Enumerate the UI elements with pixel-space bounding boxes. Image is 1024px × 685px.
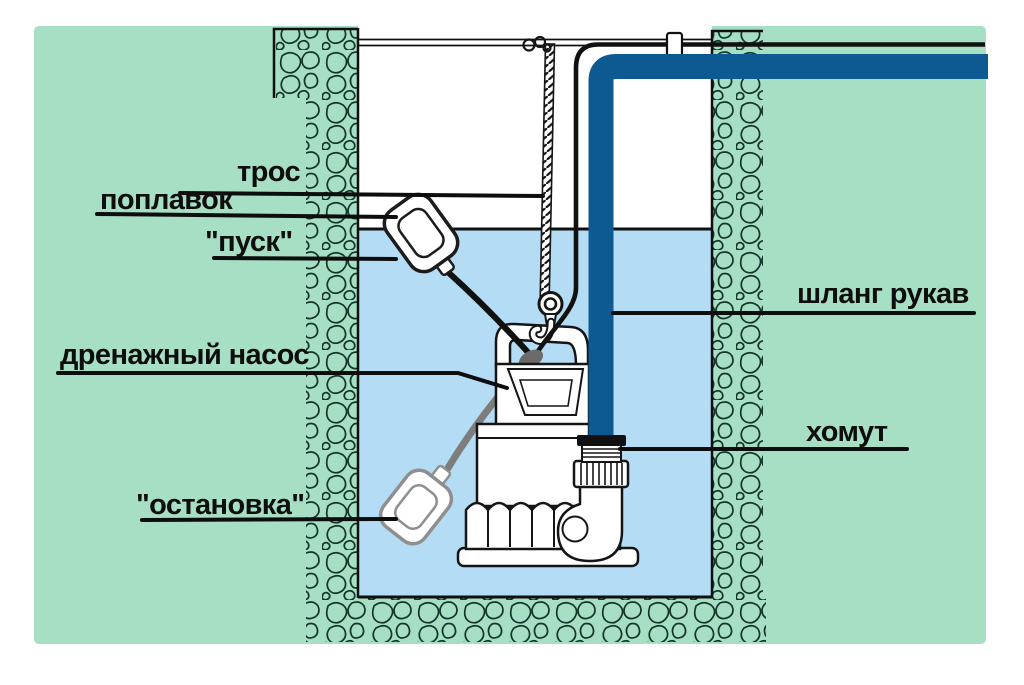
hose-pipe [588, 54, 988, 438]
rope-knot [522, 35, 552, 53]
label-pump: дренажный насос [60, 339, 309, 371]
rope-eyelet-hole [543, 297, 558, 311]
fitting-nut-ribs [580, 463, 623, 485]
label-start: "пуск" [205, 226, 292, 258]
cable-connector [665, 31, 684, 58]
left-wall-edge [272, 27, 358, 98]
fitting-thread-lines [583, 448, 620, 458]
leader-pump [56, 371, 509, 390]
right-wall-edge [710, 29, 763, 598]
elbow-detail [561, 515, 589, 543]
label-clamp: хомут [806, 416, 888, 448]
hose-clamp-band [577, 435, 626, 446]
pump-body [475, 422, 591, 508]
label-hose: шланг рукав [797, 278, 969, 310]
label-stop: "остановка" [136, 489, 304, 521]
leader-start [212, 256, 398, 261]
leader-float [95, 212, 398, 219]
power-cable [531, 42, 985, 361]
start-float-cable [446, 270, 537, 362]
start-float [382, 192, 460, 277]
fitting-nut [572, 459, 630, 489]
gravel-bed [306, 598, 766, 642]
left-wall-stones [274, 28, 358, 598]
leader-rope [178, 191, 545, 198]
leader-stop [140, 517, 398, 522]
label-rope: трос [237, 156, 300, 188]
pump-top-recess-inner [518, 379, 573, 407]
stop-float [378, 464, 454, 546]
label-float: поплавок [100, 184, 233, 216]
